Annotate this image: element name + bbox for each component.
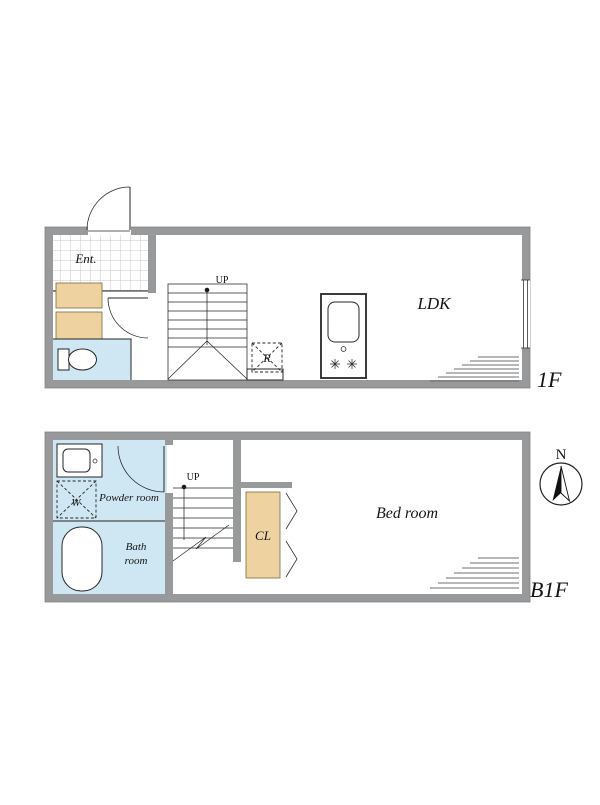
closet: CL [241, 482, 298, 579]
hall-door [107, 297, 149, 339]
closet-door-bottom [285, 540, 298, 578]
b1f-up-label: UP [187, 472, 200, 483]
1f-window [521, 279, 530, 349]
stair-treads [168, 292, 247, 348]
washer-diag-2 [56, 480, 97, 519]
b1f-floor-label: B1F [530, 577, 568, 602]
stair-break-right [206, 340, 248, 380]
toilet-room [53, 338, 132, 380]
compass: N [539, 447, 583, 506]
entry-door [86, 186, 131, 232]
bath-room-label-line1: Bath [126, 541, 147, 553]
1f-floor-label: 1F [537, 367, 562, 392]
shoe-cabinet-lower [55, 311, 103, 340]
toilet-tank-icon [57, 348, 70, 371]
kitchen-counter [320, 293, 367, 379]
toilet-bowl-icon [68, 348, 97, 371]
entry-door-arc [86, 186, 131, 231]
1f-up-label: UP [216, 275, 229, 286]
b1f-step-hatching [430, 557, 519, 589]
stair-bottom-step [246, 368, 284, 381]
floor-b1f-plan: W Powder room Bath room UP [44, 431, 568, 603]
bath-room: Bath room [61, 526, 148, 592]
vanity-sink-icon [62, 448, 91, 473]
entrance-tile-floor [53, 235, 148, 291]
hall-door-arc [107, 297, 149, 339]
powder-door-arc [117, 445, 165, 493]
powder-room-label: Powder room [98, 492, 159, 504]
kitchen-sink-icon [327, 301, 360, 343]
refrigerator-diag-2 [251, 342, 283, 373]
toilet-room-walls [53, 338, 132, 380]
stove-burner-icons [330, 359, 357, 369]
floor-1f-plan: Ent. [44, 186, 562, 392]
window-opening [521, 280, 530, 348]
vanity-faucet-icon [92, 458, 98, 464]
kitchen-faucet-icon [340, 346, 347, 352]
1f-staircase: UP [167, 275, 284, 381]
ldk-label: LDK [416, 294, 452, 313]
entrance-side-wall [148, 235, 156, 293]
closet-label: CL [255, 528, 271, 543]
bedroom-label: Bed room [376, 505, 438, 522]
entrance-label: Ent. [74, 251, 96, 266]
refrigerator-box [251, 342, 283, 373]
compass-needle-light [560, 465, 571, 503]
washing-machine-space: W [56, 480, 97, 519]
refrigerator-label: R [262, 351, 271, 365]
shoe-cabinet-upper [55, 282, 103, 309]
bathtub-icon [61, 526, 103, 592]
stair-break-left [167, 340, 208, 380]
1f-step-hatching [430, 356, 519, 382]
closet-body [245, 491, 281, 579]
b1f-staircase: UP [172, 440, 241, 562]
washer-box [56, 480, 97, 519]
closet-top-wall [241, 482, 292, 488]
compass-north-label: N [556, 447, 567, 463]
powder-wall-top [165, 440, 173, 445]
compass-needle-dark [552, 466, 561, 501]
kitchen-unit [320, 293, 367, 379]
b1f-stair-break [172, 524, 230, 562]
washer-label: W [71, 497, 81, 509]
powder-wall-bottom [165, 493, 173, 594]
bath-room-label-line2: room [125, 555, 148, 567]
stair-right-wall [233, 440, 241, 562]
stair-outline [167, 283, 248, 381]
closet-door-top [285, 492, 298, 530]
refrigerator-space: R [251, 342, 283, 373]
